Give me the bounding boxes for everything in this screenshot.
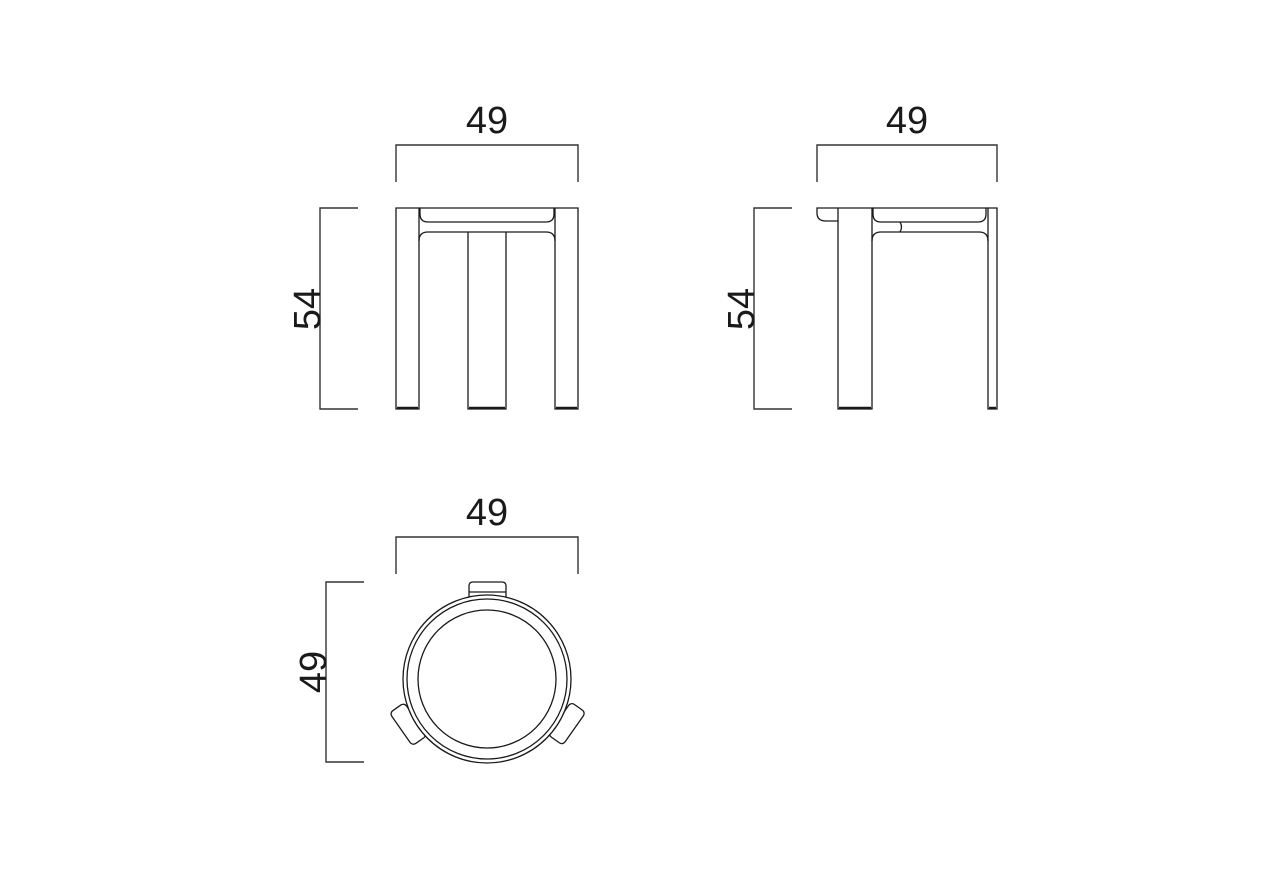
side-view: 49 54 xyxy=(721,100,998,410)
side-stool-outline xyxy=(816,207,998,410)
side-width-dimension-line xyxy=(816,144,998,182)
side-height-dimension-line xyxy=(753,207,792,410)
side-width-label: 49 xyxy=(886,100,928,142)
top-width-dimension-line xyxy=(395,536,579,574)
front-view: 49 54 xyxy=(287,100,579,410)
top-depth-label: 49 xyxy=(293,651,335,693)
front-width-dimension-line xyxy=(395,144,579,182)
front-height-label: 54 xyxy=(287,288,329,330)
side-height-label: 54 xyxy=(721,288,763,330)
top-width-label: 49 xyxy=(466,492,508,534)
front-width-label: 49 xyxy=(466,100,508,142)
top-stool-outline xyxy=(390,581,585,764)
front-height-dimension-line xyxy=(319,207,358,410)
top-view: 49 49 xyxy=(293,492,585,764)
front-stool-outline xyxy=(395,207,579,410)
top-depth-dimension-line xyxy=(325,581,364,763)
